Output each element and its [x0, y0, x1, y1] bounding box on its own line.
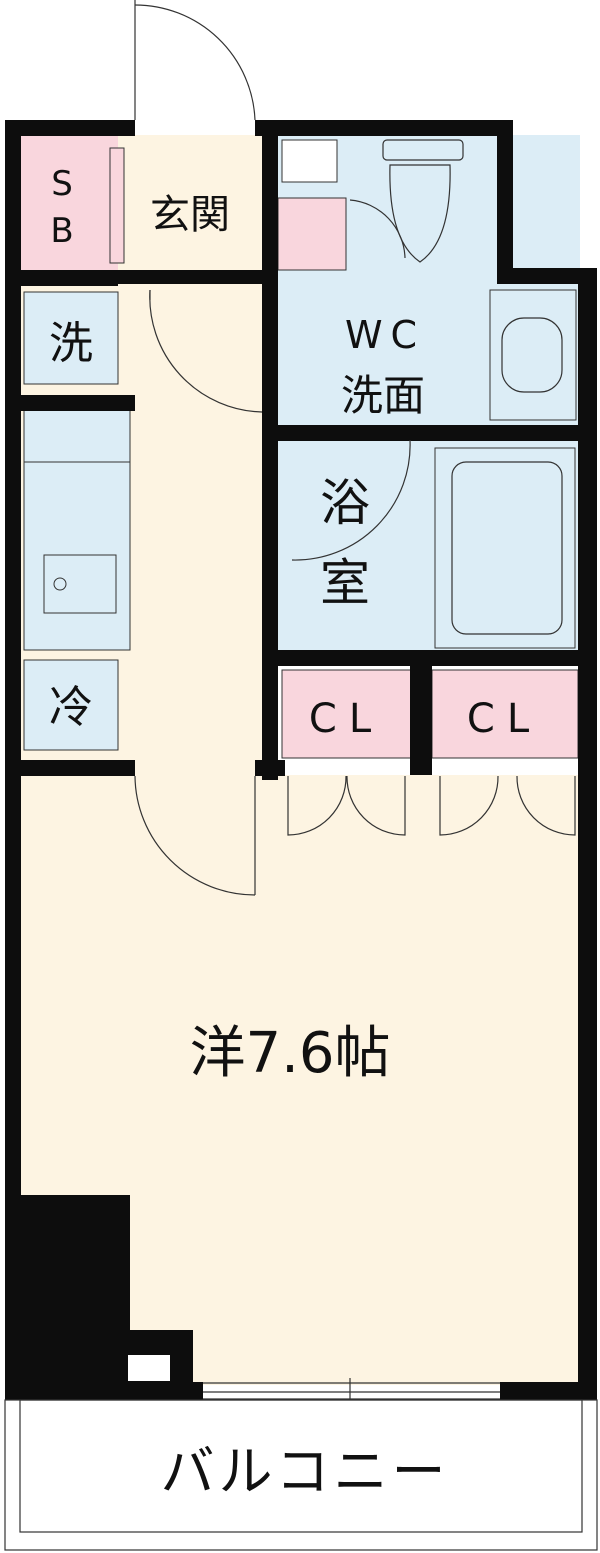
toilet-bowl [389, 164, 451, 263]
balcony-rail [19, 1399, 583, 1533]
kitchen-counter [23, 409, 131, 651]
entrance-floor [118, 135, 263, 280]
balcony-window [203, 1378, 500, 1404]
wc-washroom-label: 洗面 [341, 371, 425, 420]
bath-door [291, 439, 411, 561]
bath-label-1: 浴 [320, 474, 370, 532]
washbasin-counter [489, 289, 577, 421]
shoe-box-fill [20, 135, 118, 270]
sb-label-2: B [50, 211, 73, 251]
entrance-door [134, 0, 256, 121]
bathtub-inner [451, 461, 563, 635]
bath-label-2: 室 [320, 554, 370, 612]
closet-2-doors [439, 775, 576, 836]
wc-door [149, 289, 263, 413]
fridge-box [23, 659, 119, 751]
washbasin [501, 317, 563, 393]
wc-inner-door [349, 199, 406, 259]
entrance-label: 玄関 [150, 192, 230, 238]
sb-label-1: S [51, 164, 73, 204]
closet-1-doors [287, 775, 406, 836]
small-storage [277, 197, 347, 271]
western-room-label: 洋7.6帖 [189, 1021, 390, 1086]
balcony-label: バルコニー [161, 1440, 450, 1503]
walls [5, 120, 597, 1400]
wc-label: WC [345, 313, 425, 357]
bathtub-outer [434, 447, 576, 649]
toilet-tank [382, 139, 464, 161]
column-vent [128, 1355, 170, 1381]
closet-2-label: CL [467, 696, 541, 742]
closet-1-fill [281, 669, 413, 759]
fridge-label: 冷 [49, 682, 93, 733]
washer-label: 洗 [49, 318, 93, 369]
shoe-box-edge [109, 147, 125, 264]
kitchen-stove [43, 554, 117, 614]
closet-1-label: CL [309, 696, 383, 742]
stove-burner [53, 577, 67, 591]
washer-box [23, 291, 119, 385]
room-door [134, 775, 256, 896]
bath-floor [278, 440, 580, 653]
duct [281, 139, 338, 183]
balcony-area [4, 1399, 598, 1551]
